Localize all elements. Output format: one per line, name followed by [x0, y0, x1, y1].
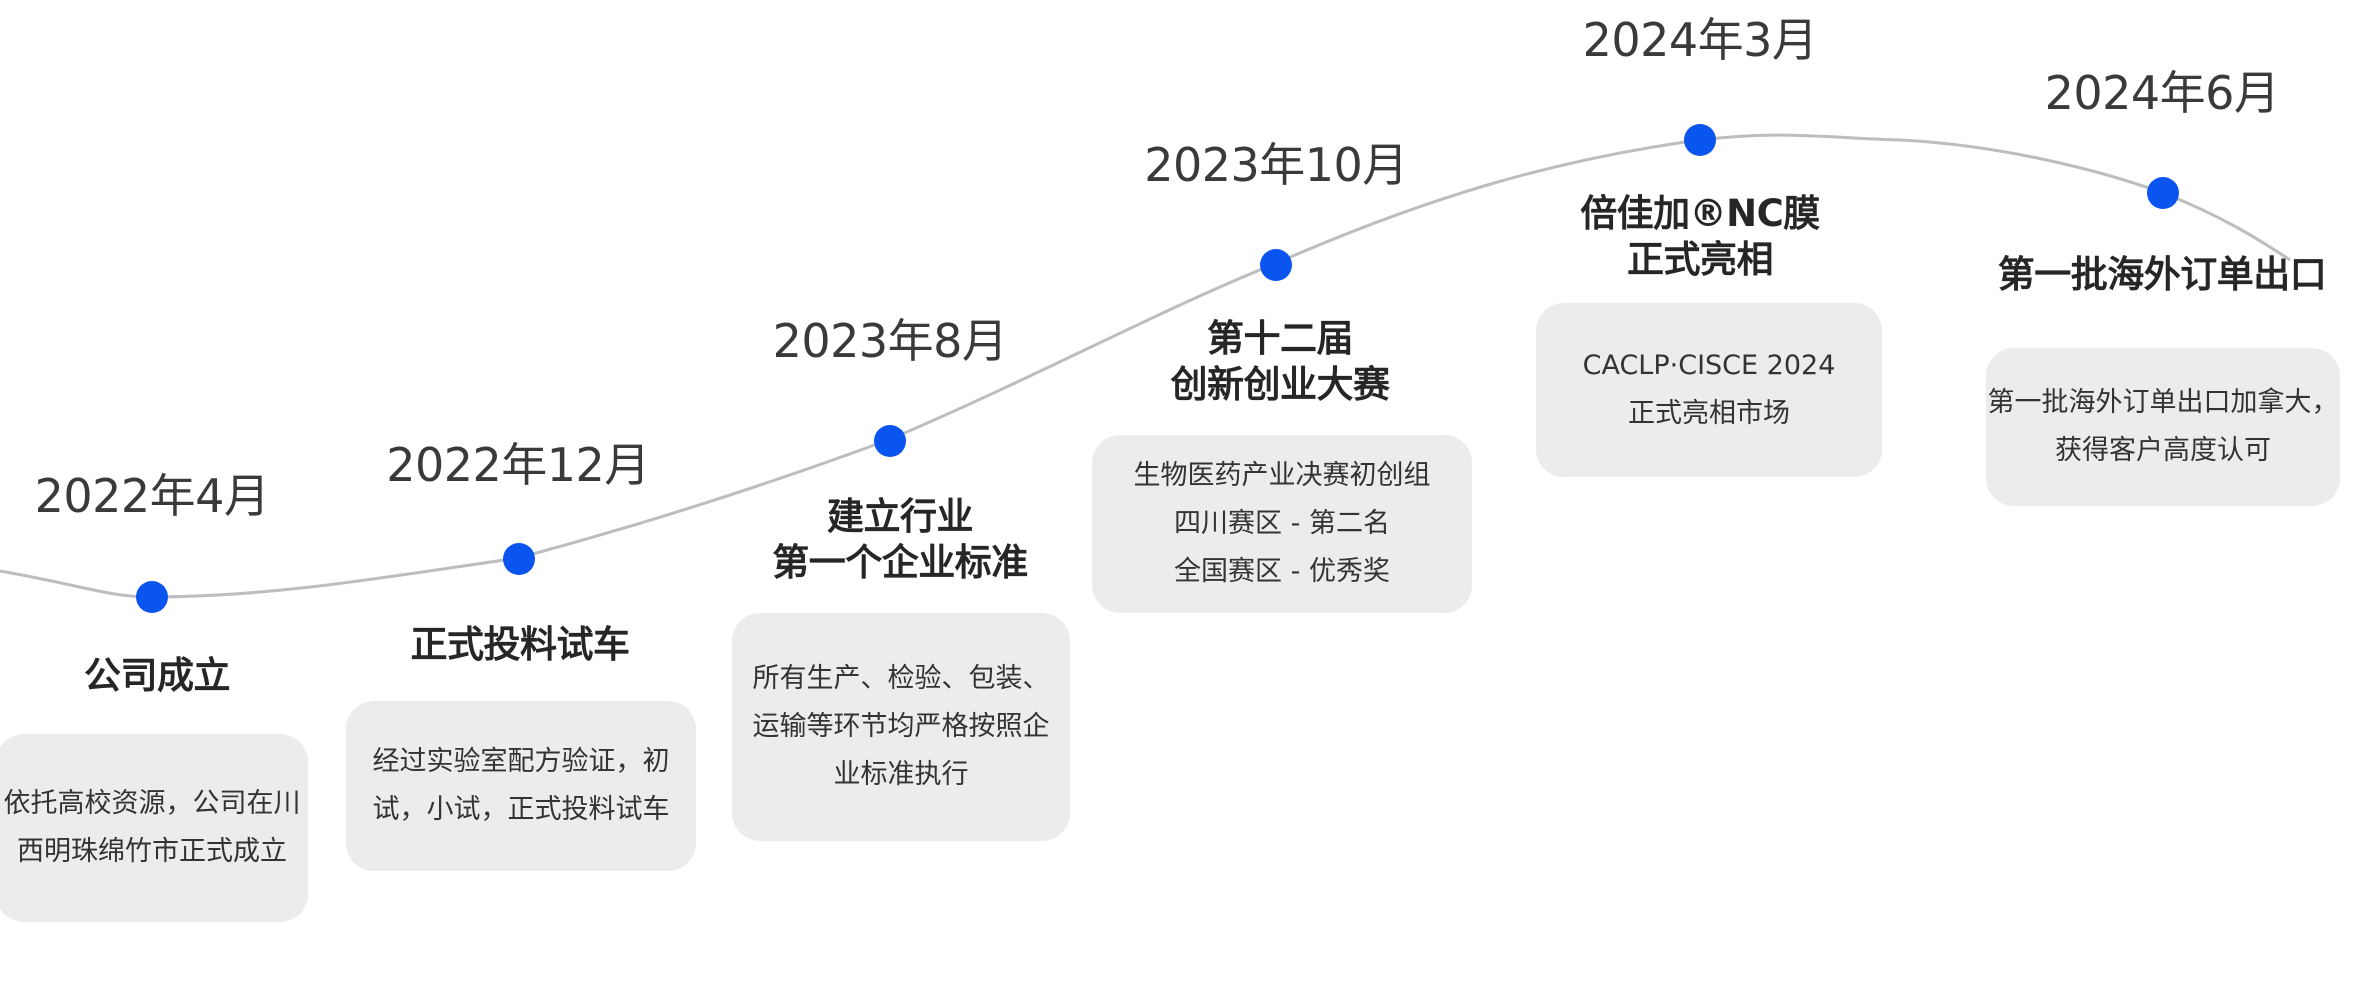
milestone-card: 第一批海外订单出口加拿大， 获得客户高度认可 — [1986, 348, 2340, 506]
milestone-title: 第一批海外订单出口 — [1997, 253, 2327, 296]
milestone-date: 2022年4月 — [34, 469, 270, 523]
milestone-title: 正式投料试车 — [410, 623, 631, 666]
milestone-dot — [1260, 249, 1292, 281]
milestone-date: 2023年8月 — [772, 314, 1008, 368]
milestone-date: 2024年6月 — [2044, 66, 2280, 120]
milestone-card: 所有生产、检验、包装、 运输等环节均严格按照企 业标准执行 — [732, 613, 1070, 841]
milestone-dot — [2147, 177, 2179, 209]
milestone-date: 2024年3月 — [1582, 13, 1818, 67]
milestone-title: 第十二届 创新创业大赛 — [1170, 317, 1391, 406]
timeline-line — [0, 133, 2291, 599]
milestone-dot — [136, 581, 168, 613]
milestone-title: 倍佳加®NC膜 正式亮相 — [1580, 192, 1820, 281]
milestone-title: 建立行业 第一个企业标准 — [772, 495, 1028, 584]
milestone-card: 经过实验室配方验证，初 试，小试，正式投料试车 — [346, 701, 696, 871]
milestone-card: 依托高校资源，公司在川 西明珠绵竹市正式成立 — [0, 734, 308, 922]
milestone-title: 公司成立 — [84, 654, 231, 697]
milestone-date: 2022年12月 — [386, 438, 650, 492]
milestone-dot — [874, 425, 906, 457]
milestone-card: CACLP·CISCE 2024 正式亮相市场 — [1536, 303, 1882, 477]
milestone-dot — [503, 543, 535, 575]
milestone-date: 2023年10月 — [1144, 138, 1408, 192]
milestone-dot — [1684, 124, 1716, 156]
milestone-card: 生物医药产业决赛初创组 四川赛区 - 第二名 全国赛区 - 优秀奖 — [1092, 435, 1472, 613]
